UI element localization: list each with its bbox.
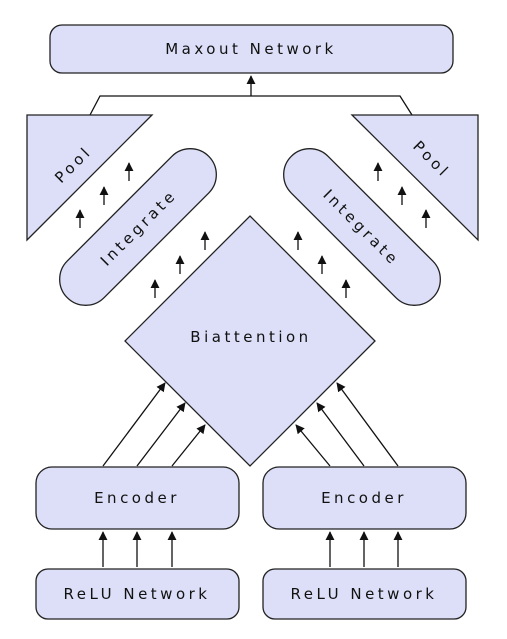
biattention-to-integrate-left-arrows [150, 231, 210, 298]
biattention-node: Biattention [124, 215, 376, 467]
relu-network-right-label: ReLU Network [291, 585, 438, 603]
encoder-left-to-biattention-arrows [102, 382, 206, 467]
relu-network-right-node: ReLU Network [262, 568, 467, 620]
relu-network-left-label: ReLU Network [64, 585, 211, 603]
encoder-right-to-biattention-arrows [295, 382, 399, 467]
relu-network-left-node: ReLU Network [35, 568, 240, 620]
maxout-network-label: Maxout Network [165, 40, 337, 58]
maxout-network-node: Maxout Network [49, 24, 454, 74]
integrate-to-pool-right-arrows [373, 162, 431, 228]
relu-left-to-encoder-arrows [98, 531, 177, 567]
pool-to-maxout-connector [89, 75, 413, 116]
pool-left-node: Pool [26, 114, 154, 242]
biattention-label: Biattention [190, 328, 311, 346]
relu-right-to-encoder-arrows [325, 531, 403, 567]
encoder-left-node: Encoder [35, 466, 240, 530]
encoder-right-node: Encoder [262, 466, 467, 530]
biattention-to-integrate-right-arrows [293, 231, 351, 298]
integrate-to-pool-left-arrows [75, 162, 134, 228]
pool-right-node: Pool [350, 114, 479, 242]
encoder-right-label: Encoder [321, 489, 407, 507]
encoder-left-label: Encoder [94, 489, 180, 507]
